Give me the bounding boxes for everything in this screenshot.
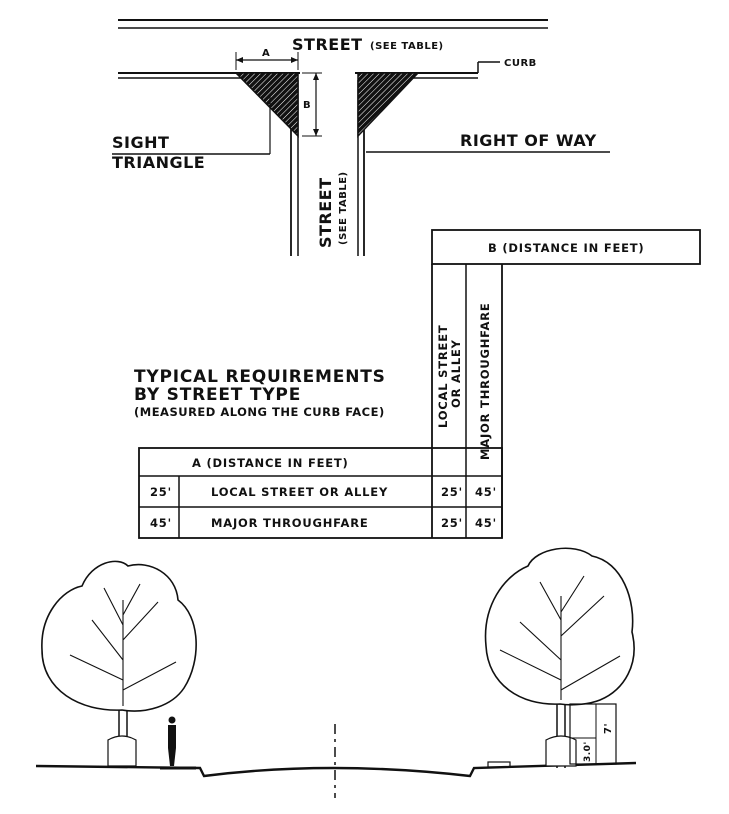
right-of-way-label: RIGHT OF WAY [460, 131, 597, 150]
table-row: 25' LOCAL STREET OR ALLEY 25' 45' [150, 485, 497, 499]
a-table-frame [138, 447, 503, 539]
street-section: 7' 3.0' [35, 547, 637, 798]
requirements-heading-line1: TYPICAL REQUIREMENTS [134, 367, 386, 387]
clearance-box [569, 703, 617, 765]
dimension-b-label: B [303, 100, 311, 111]
street-top-label: STREET [292, 35, 363, 54]
b-header-cell [431, 229, 701, 265]
svg-text:25': 25' [441, 485, 463, 499]
ground-line [35, 761, 637, 778]
requirements-heading-line2: BY STREET TYPE [134, 385, 301, 405]
svg-text:MAJOR THROUGHFARE: MAJOR THROUGHFARE [211, 516, 369, 530]
table-row: 45' MAJOR THROUGHFARE 25' 45' [150, 516, 497, 530]
dimension-a [235, 52, 299, 70]
curb-lines [118, 61, 500, 79]
b-header-label: B (DISTANCE IN FEET) [488, 241, 644, 255]
sight-triangle-right [357, 72, 420, 138]
b-col-local-line1: LOCAL STREET [436, 324, 450, 428]
clearance-dimension: 7' [603, 723, 614, 734]
b-col-local-line2: OR ALLEY [449, 339, 463, 408]
sight-label-line2: TRIANGLE [112, 153, 205, 172]
svg-text:25': 25' [150, 485, 172, 499]
street-side-label: STREET [316, 177, 335, 248]
dimension-b [302, 72, 322, 137]
right-tree [484, 547, 635, 768]
svg-text:LOCAL STREET OR ALLEY: LOCAL STREET OR ALLEY [211, 485, 388, 499]
dimension-a-label: A [262, 48, 270, 59]
requirements-heading-note: (MEASURED ALONG THE CURB FACE) [134, 405, 385, 419]
b-col-major: MAJOR THROUGHFARE [478, 302, 492, 460]
svg-text:45': 45' [150, 516, 172, 530]
sight-label-line1: SIGHT [112, 133, 169, 152]
requirements-table: TYPICAL REQUIREMENTS BY STREET TYPE (MEA… [134, 229, 701, 539]
svg-text:25': 25' [441, 516, 463, 530]
curb-label: CURB [504, 58, 537, 69]
left-tree [41, 560, 197, 770]
svg-text:45': 45' [475, 485, 497, 499]
plan-view: STREET (SEE TABLE) CURB A [112, 19, 610, 256]
svg-text:45': 45' [475, 516, 497, 530]
sight-triangle-left [234, 72, 299, 138]
height-dimension: 3.0' [583, 741, 593, 762]
street-side-note: (SEE TABLE) [338, 171, 349, 245]
a-header-label: A (DISTANCE IN FEET) [192, 456, 349, 470]
street-top-note: (SEE TABLE) [370, 41, 444, 52]
